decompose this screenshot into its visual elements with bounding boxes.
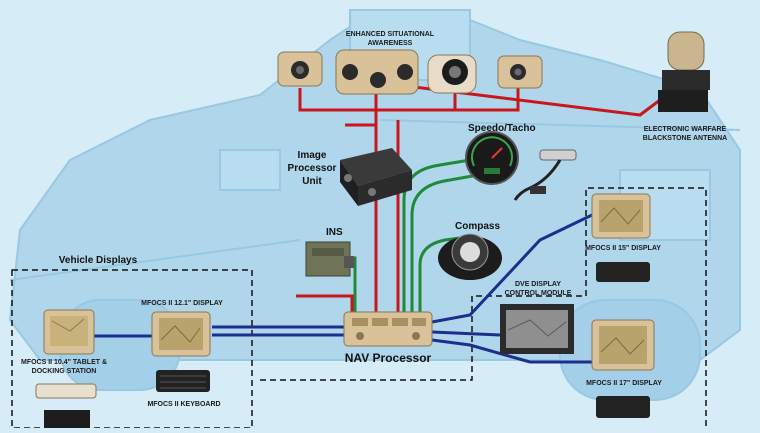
enhanced-label-1: ENHANCED SITUATIONAL — [346, 31, 435, 38]
blue-links — [92, 213, 593, 364]
enhanced-label-2: AWARENESS — [368, 40, 413, 47]
image-processor-label-3: Unit — [302, 176, 322, 187]
ew-label-1: ELECTRONIC WARFARE — [644, 126, 727, 133]
display-12 — [151, 311, 211, 357]
vehicle-displays-box — [11, 269, 253, 429]
docking-base — [35, 383, 97, 428]
keyboard-15 — [596, 262, 650, 282]
mfocs-10-label-2: DOCKING STATION — [32, 368, 97, 375]
keyboard — [156, 370, 210, 392]
camera-2 — [335, 49, 419, 95]
ins-label: INS — [326, 227, 343, 238]
red-links — [296, 83, 661, 320]
nav-processor — [343, 311, 433, 347]
dve-label-2: CONTROL MODULE — [505, 290, 572, 297]
vehicle-displays-label: Vehicle Displays — [59, 255, 138, 266]
display-15 — [591, 193, 651, 239]
mfocs-12-label: MFOCS II 12.1" DISPLAY — [141, 300, 223, 307]
tacho-sensor — [513, 149, 577, 201]
tablet-docking-station — [43, 309, 95, 355]
image-processor-label-2: Processor — [288, 163, 337, 174]
mfocs-keyboard-label: MFOCS II KEYBOARD — [147, 401, 220, 408]
ins-unit — [305, 241, 354, 277]
image-processor-unit — [340, 148, 412, 206]
mfocs-17-label: MFOCS II 17" DISPLAY — [586, 380, 662, 387]
camera-1 — [277, 51, 323, 87]
camera-3-dome — [427, 54, 477, 94]
mfocs-10-label-1: MFOCS II 10.4" TABLET & — [21, 359, 107, 366]
right-displays-box — [260, 187, 707, 428]
speedo-label: Speedo/Tacho — [468, 123, 536, 134]
dve-control-module — [500, 304, 574, 354]
mfocs-15-label: MFOCS II 15" DISPLAY — [585, 245, 661, 252]
image-processor-label-1: Image — [298, 150, 327, 161]
ew-label-2: BLACKSTONE ANTENNA — [643, 135, 727, 142]
ew-antenna — [658, 31, 710, 112]
compass-label: Compass — [455, 221, 500, 232]
display-17 — [591, 319, 655, 371]
nav-processor-label: NAV Processor — [345, 351, 432, 365]
compass-unit — [438, 233, 502, 280]
camera-4 — [497, 55, 543, 89]
keyboard-17 — [596, 396, 650, 418]
dve-label-1: DVE DISPLAY — [515, 281, 561, 288]
speedo-gauge — [465, 131, 519, 185]
